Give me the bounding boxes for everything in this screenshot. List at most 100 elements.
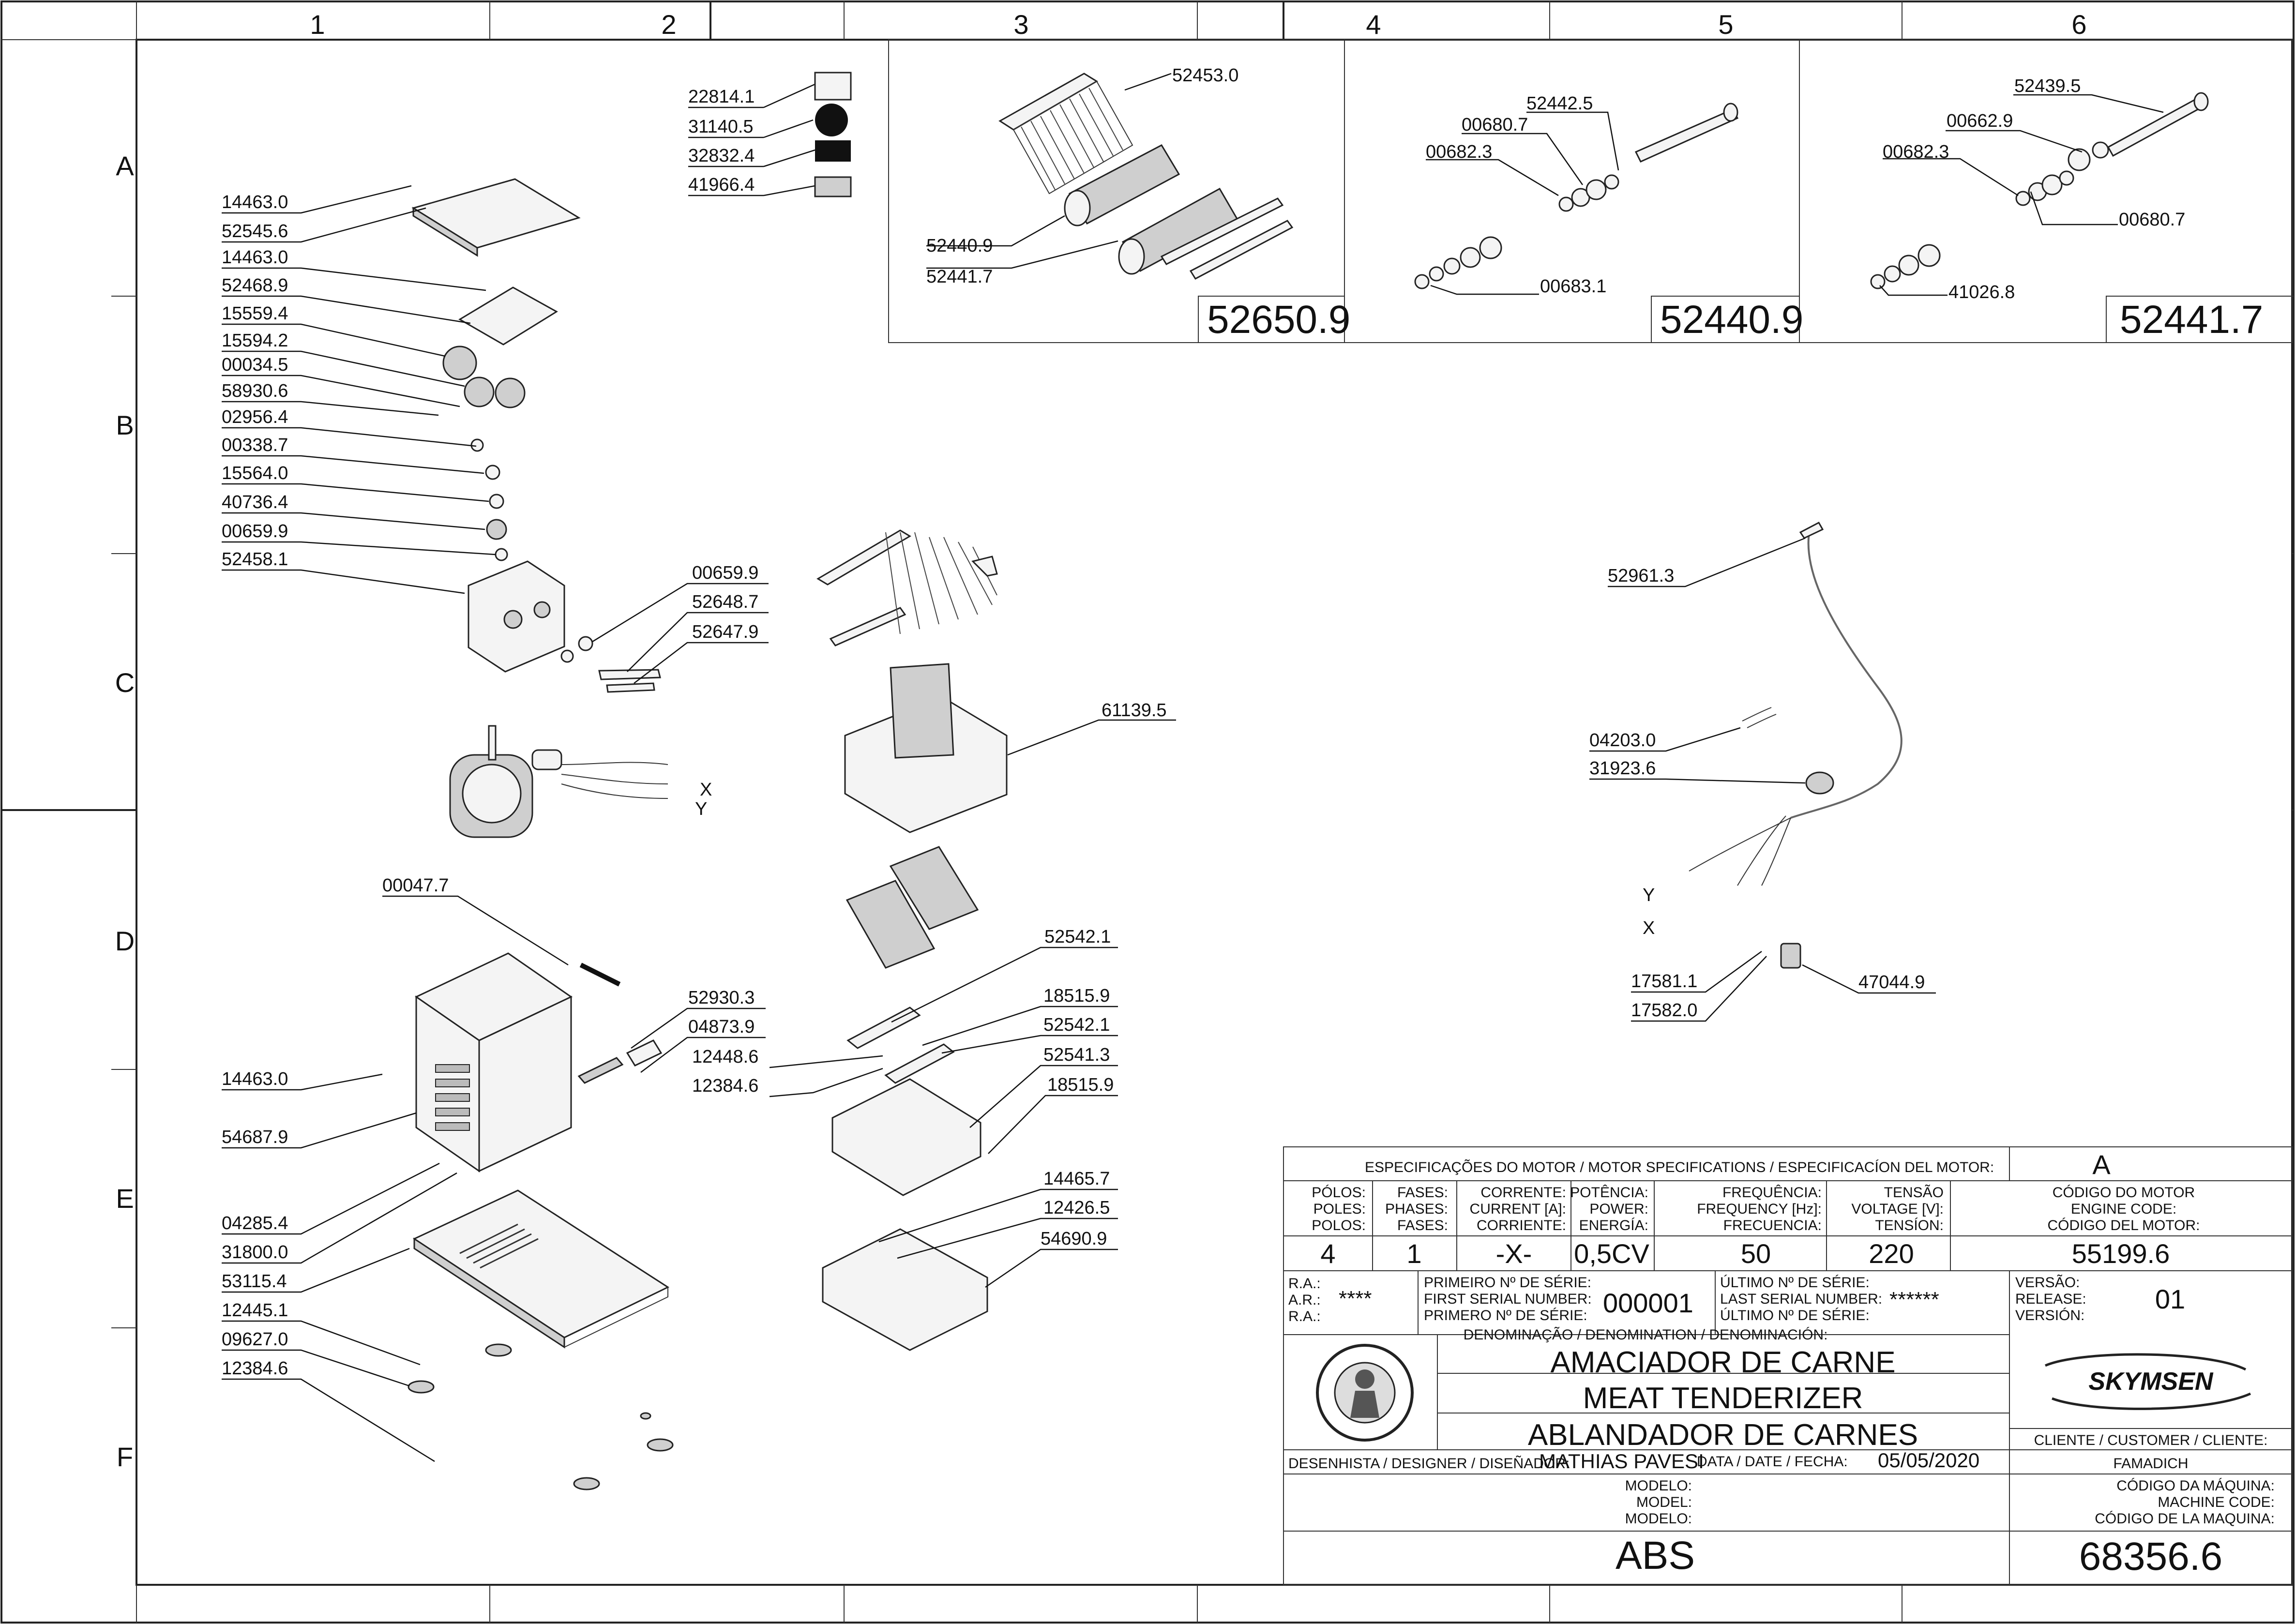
svg-text:POLES:: POLES:: [1314, 1201, 1366, 1217]
motor: X Y: [449, 725, 712, 838]
svg-text:TENSÍON:: TENSÍON:: [1875, 1218, 1944, 1233]
part-00682-3-b: 00682.3: [1883, 142, 1949, 162]
part-41966-4: 41966.4: [688, 175, 755, 195]
machine-code-value: 68356.6: [2079, 1534, 2222, 1579]
part-00338-7: 00338.7: [222, 435, 288, 455]
svg-text:FREQUÊNCIA:: FREQUÊNCIA:: [1722, 1185, 1822, 1201]
kit-code-3: 52441.7: [2120, 298, 2263, 342]
part-58930-6: 58930.6: [222, 381, 288, 401]
comb-cover-assembly: [816, 529, 1008, 833]
part-41026-8: 41026.8: [1948, 282, 2015, 302]
spec-col-engine-code: CÓDIGO DO MOTOR ENGINE CODE: CÓDIGO DEL …: [2047, 1185, 2200, 1233]
part-15594-2: 15594.2: [222, 331, 288, 351]
svg-text:POWER:: POWER:: [1589, 1201, 1648, 1217]
ra-label-1: R.A.:: [1288, 1276, 1321, 1292]
shaft-callouts: 00659.9 52648.7 52647.9: [592, 563, 769, 684]
version-value: 01: [2155, 1284, 2185, 1314]
kit3-callouts: 52439.5 00662.9 00682.3 00680.7 41026.8: [1879, 76, 2185, 302]
part-52542-1-a: 52542.1: [1044, 927, 1111, 947]
kit-frames: 52650.9 52440.9 52441.7: [888, 39, 2293, 343]
spec-col-frequency: FREQUÊNCIA: FREQUENCY [Hz]: FRECUENCIA:: [1697, 1185, 1822, 1233]
last-serial-label-3: ÚLTIMO Nº DE SÉRIE:: [1720, 1308, 1870, 1323]
spec-col-power: POTÊNCIA: POWER: ENERGÍA:: [1570, 1185, 1648, 1233]
part-04285-4: 04285.4: [222, 1213, 288, 1233]
first-serial-value: 000001: [1603, 1288, 1693, 1318]
svg-text:PHASES:: PHASES:: [1385, 1201, 1448, 1217]
part-04873-9: 04873.9: [688, 1017, 755, 1037]
machine-code-label-1: CÓDIGO DA MÁQUINA:: [2116, 1478, 2275, 1494]
spec-header: ESPECIFICAÇÕES DO MOTOR / MOTOR SPECIFIC…: [1365, 1159, 1994, 1175]
model-label-1: MODELO:: [1625, 1478, 1692, 1494]
roller-support-assembly: [626, 1007, 988, 1351]
part-00683-1: 00683.1: [1540, 276, 1606, 297]
machine-code-label-2: MACHINE CODE:: [2158, 1494, 2275, 1510]
part-52545-6: 52545.6: [222, 221, 288, 241]
part-00680-7: 00680.7: [1462, 115, 1528, 135]
part-52442-5: 52442.5: [1526, 93, 1593, 114]
name-es: ABLANDADOR DE CARNES: [1528, 1418, 1918, 1452]
version-label-1: VERSÃO:: [2015, 1274, 2080, 1291]
machine-code-label-3: CÓDIGO DE LA MAQUINA:: [2095, 1511, 2275, 1527]
kit1-callouts: 52453.0 52440.9 52441.7: [926, 65, 1238, 287]
version-label-2: RELEASE:: [2015, 1291, 2086, 1307]
part-17581-1: 17581.1: [1631, 971, 1697, 992]
customer-label: CLIENTE / CUSTOMER / CLIENTE:: [2034, 1432, 2268, 1448]
part-02956-4: 02956.4: [222, 407, 288, 427]
part-52441-7: 52441.7: [926, 267, 993, 287]
part-52458-1: 52458.1: [222, 549, 288, 570]
svg-text:CURRENT [A]:: CURRENT [A]:: [1470, 1201, 1566, 1217]
spec-value-power: 0,5CV: [1574, 1238, 1649, 1269]
kit2-callouts: 52442.5 00680.7 00682.3 00683.1: [1426, 93, 1619, 297]
part-52468-9: 52468.9: [222, 275, 288, 296]
last-serial-label-2: LAST SERIAL NUMBER:: [1720, 1291, 1882, 1307]
grid-col-2: 2: [661, 9, 676, 40]
grid-row-b: B: [116, 410, 134, 440]
grid-col-6: 6: [2071, 9, 2086, 40]
brand-logo: SKYMSEN: [2088, 1368, 2214, 1396]
grid-row-e: E: [116, 1183, 134, 1214]
electrical-cable-set: Y X: [1643, 521, 1902, 969]
svg-text:ENERGÍA:: ENERGÍA:: [1579, 1218, 1648, 1233]
part-18515-9-b: 18515.9: [1047, 1075, 1114, 1095]
title-block: ESPECIFICAÇÕES DO MOTOR / MOTOR SPECIFIC…: [1283, 1146, 2293, 1585]
version-label-3: VERSIÓN:: [2015, 1308, 2084, 1323]
part-31140-5: 31140.5: [688, 117, 754, 137]
svg-text:CÓDIGO DEL MOTOR:: CÓDIGO DEL MOTOR:: [2047, 1218, 2200, 1233]
housing-body: [408, 952, 674, 1490]
svg-text:TENSÃO: TENSÃO: [1884, 1184, 1944, 1201]
svg-text:FASES:: FASES:: [1397, 1218, 1448, 1233]
part-00662-9: 00662.9: [1947, 111, 2013, 131]
part-12384-6-a: 12384.6: [222, 1358, 288, 1379]
part-14463-0-a: 14463.0: [222, 192, 288, 212]
part-00034-5: 00034.5: [222, 355, 288, 375]
customer-value: FAMADICH: [2113, 1456, 2188, 1472]
part-32832-4: 32832.4: [688, 146, 755, 166]
gear-housing-callouts: 14463.0 52545.6 14463.0 52468.9 15559.4 …: [222, 185, 496, 594]
part-12445-1: 12445.1: [222, 1300, 288, 1321]
spec-value-frequency: 50: [1741, 1238, 1771, 1269]
roller-support-callouts: 52930.3 04873.9 12448.6 12384.6 52542.1 …: [631, 927, 1118, 1288]
part-00680-7-b: 00680.7: [2119, 210, 2185, 230]
svg-text:FRECUENCIA:: FRECUENCIA:: [1723, 1218, 1822, 1233]
grid-col-3: 3: [1013, 9, 1028, 40]
part-31923-6: 31923.6: [1589, 758, 1656, 779]
part-12426-5: 12426.5: [1043, 1198, 1110, 1218]
last-serial-value: ******: [1889, 1288, 1939, 1311]
ra-label-2: A.R.:: [1288, 1292, 1321, 1308]
part-52541-3: 52541.3: [1043, 1045, 1110, 1065]
grid-row-c: C: [115, 667, 135, 698]
name-en: MEAT TENDERIZER: [1583, 1382, 1863, 1415]
tenderizer-rollers: [846, 846, 979, 969]
part-52542-1-b: 52542.1: [1043, 1015, 1110, 1035]
svg-text:PÓLOS:: PÓLOS:: [1312, 1185, 1366, 1201]
electrical-callouts: 52961.3 04203.0 31923.6 17581.1 17582.0 …: [1589, 537, 1936, 1022]
part-52930-3: 52930.3: [688, 988, 755, 1008]
part-47044-9: 47044.9: [1858, 972, 1925, 992]
part-52440-9: 52440.9: [926, 236, 993, 256]
label-stickers: 22814.1 31140.5 32832.4 41966.4: [688, 72, 852, 197]
spec-value-phases: 1: [1406, 1238, 1421, 1269]
part-61139-5: 61139.5: [1102, 700, 1167, 721]
grid-col-5: 5: [1718, 9, 1733, 40]
spec-value-voltage: 220: [1869, 1238, 1914, 1269]
last-serial-label-1: ÚLTIMO Nº DE SÉRIE:: [1720, 1275, 1870, 1291]
